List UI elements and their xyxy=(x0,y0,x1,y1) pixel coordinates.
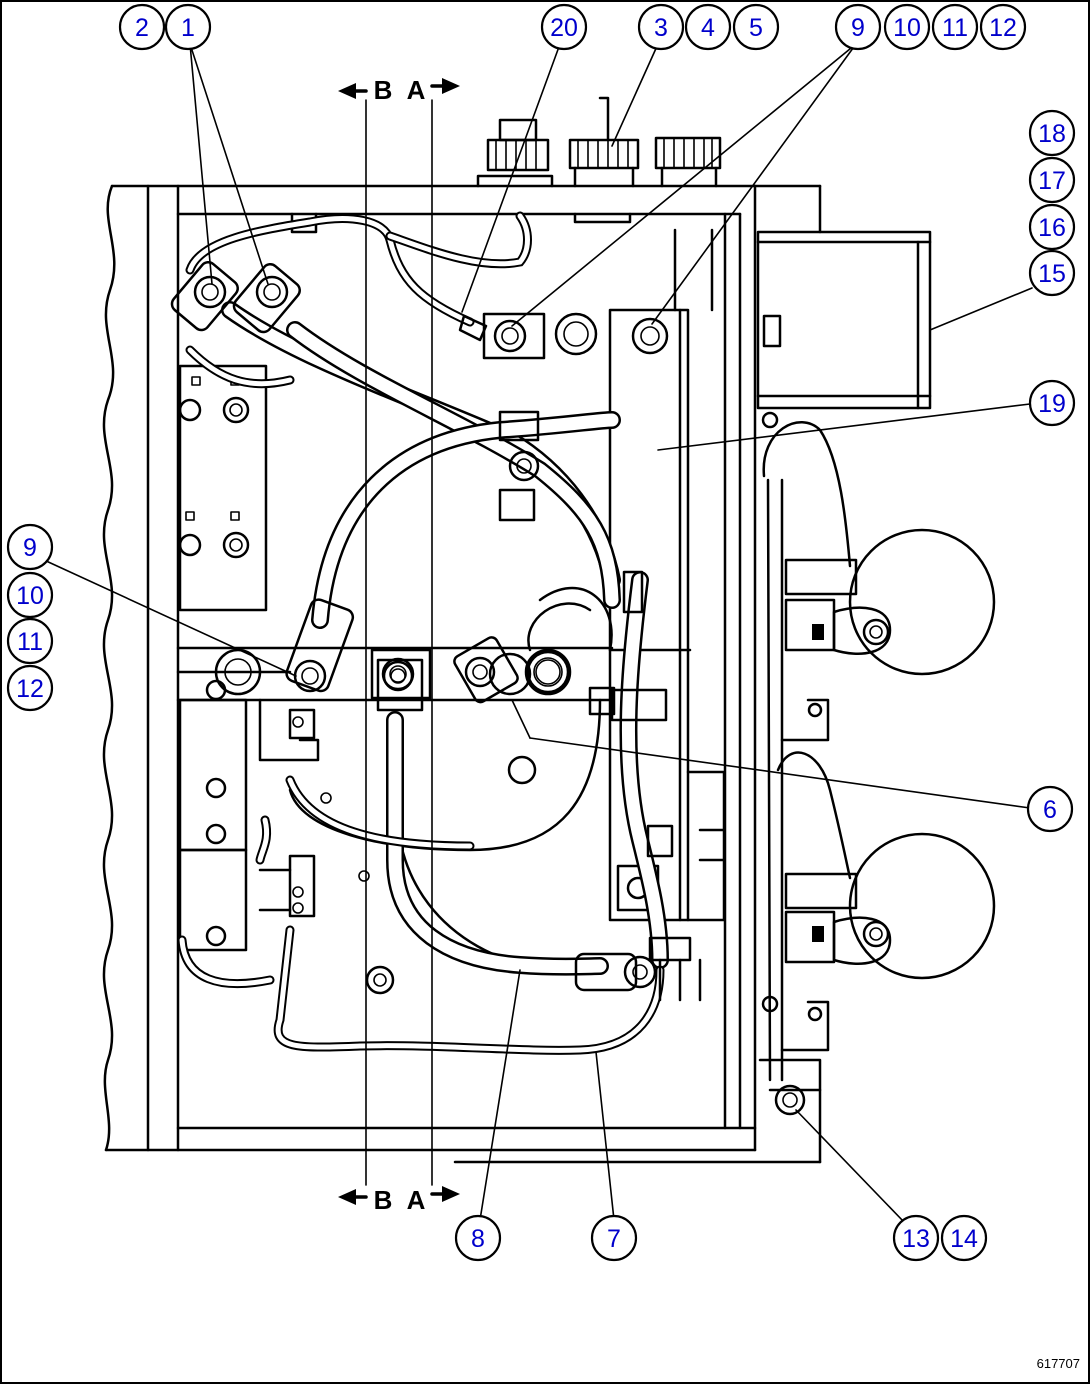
balloon-label: 3 xyxy=(654,14,668,42)
balloon-10-top: 10 xyxy=(883,3,931,51)
balloon-13: 13 xyxy=(892,1214,940,1262)
leader-lines xyxy=(43,43,1033,1223)
balloon-label: 14 xyxy=(950,1225,978,1253)
section-lines xyxy=(338,78,460,1205)
balloon-label: 12 xyxy=(989,14,1017,42)
balloon-label: 10 xyxy=(16,582,44,610)
balloon-label: 20 xyxy=(550,14,578,42)
balloon-9-left: 9 xyxy=(6,523,54,571)
balloon-16: 16 xyxy=(1028,203,1076,251)
balloon-7: 7 xyxy=(590,1214,638,1262)
section-mark-a-bottom: A xyxy=(407,1185,426,1215)
balloon-label: 17 xyxy=(1038,167,1066,195)
power-cables xyxy=(221,301,669,976)
balloon-label: 12 xyxy=(16,675,44,703)
balloon-label: 13 xyxy=(902,1225,930,1253)
balloon-9-top: 9 xyxy=(834,3,882,51)
balloon-label: 1 xyxy=(181,14,195,42)
balloon-8: 8 xyxy=(454,1214,502,1262)
top-connectors xyxy=(290,96,722,234)
left-plate xyxy=(178,364,268,612)
balloon-label: 18 xyxy=(1038,120,1066,148)
balloon-label: 8 xyxy=(471,1225,485,1253)
balloon-20: 20 xyxy=(540,3,588,51)
relay-box xyxy=(756,230,932,410)
balloon-19: 19 xyxy=(1028,379,1076,427)
balloon-15: 15 xyxy=(1028,249,1076,297)
balloon-label: 11 xyxy=(17,628,43,656)
balloon-2: 2 xyxy=(118,3,166,51)
drawing-reference: 617707 xyxy=(1037,1356,1080,1371)
balloon-label: 16 xyxy=(1038,214,1066,242)
balloon-label: 11 xyxy=(942,14,968,42)
balloon-3: 3 xyxy=(637,3,685,51)
balloon-4: 4 xyxy=(684,3,732,51)
control-wires xyxy=(177,211,665,1055)
balloon-label: 9 xyxy=(851,14,865,42)
terminal-lugs xyxy=(170,261,806,1116)
balloon-18: 18 xyxy=(1028,109,1076,157)
breakers xyxy=(762,421,996,1082)
balloon-11-top: 11 xyxy=(931,3,979,51)
balloon-14: 14 xyxy=(940,1214,988,1262)
balloon-label: 7 xyxy=(607,1225,621,1253)
balloon-1: 1 xyxy=(164,3,212,51)
balloon-10-left: 10 xyxy=(6,571,54,619)
section-mark-a-top: A xyxy=(407,75,426,105)
balloon-label: 2 xyxy=(135,14,149,42)
balloon-12-left: 12 xyxy=(6,664,54,712)
balloon-11-left: 11 xyxy=(6,617,54,665)
balloon-label: 19 xyxy=(1038,390,1066,418)
balloon-label: 4 xyxy=(701,14,715,42)
chassis-frame xyxy=(102,184,822,1164)
relay-stack xyxy=(178,679,370,952)
balloon-label: 6 xyxy=(1043,796,1057,824)
balloon-label: 5 xyxy=(749,14,763,42)
balloon-6: 6 xyxy=(1026,785,1074,833)
balloon-5: 5 xyxy=(732,3,780,51)
section-mark-b-top: B xyxy=(374,75,393,105)
section-mark-b-bottom: B xyxy=(374,1185,393,1215)
balloon-label: 9 xyxy=(23,534,37,562)
bus-bar xyxy=(176,646,614,702)
balloon-12-top: 12 xyxy=(979,3,1027,51)
balloon-label: 10 xyxy=(893,14,921,42)
balloon-17: 17 xyxy=(1028,156,1076,204)
balloon-label: 15 xyxy=(1038,260,1066,288)
